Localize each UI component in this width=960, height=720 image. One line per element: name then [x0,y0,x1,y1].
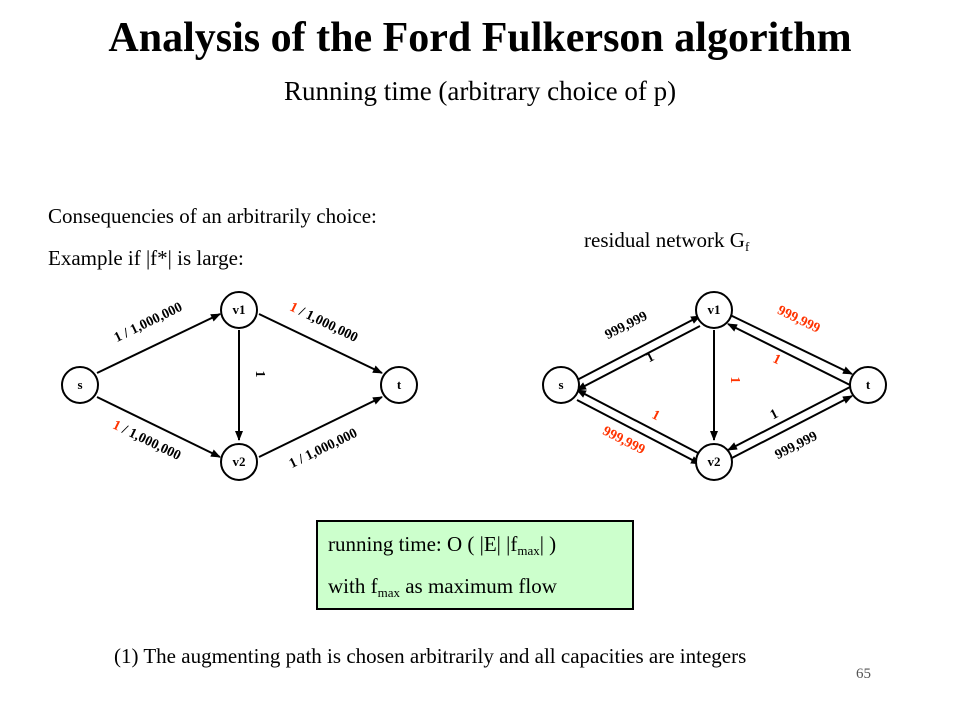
label-v2-t: 1 / 1,000,000 [287,426,360,472]
node-t [380,366,418,404]
residual-label-subscript: f [744,239,750,254]
node-v1-label: v1 [708,302,721,317]
label-s-v2: 999,999 [600,424,647,458]
label-v2-s: 1 [649,408,662,425]
edge-v2-t [727,395,853,461]
edge-v1-t [258,313,383,374]
label-t-v2: 1 [768,407,781,424]
slide-subtitle: Running time (arbitrary choice of p) [283,76,677,106]
edge-s-v1 [96,313,221,374]
edge-v2-t [258,396,383,458]
edge-v1-s [576,325,701,391]
node-v2-label: v2 [708,454,721,469]
label-s-v2: 1 / 1,000,000 [110,418,183,464]
running-time-suffix: | ) [539,532,557,556]
node-v1 [220,291,258,329]
node-v2 [220,443,258,481]
label-v1-t: 1 / 1,000,000 [287,300,360,346]
max-flow-sub: max [377,585,400,600]
running-time-line: running time: O ( |E| |fmax| ) [328,532,556,559]
running-time-box: running time: O ( |E| |fmax| ) with fmax… [316,520,634,610]
edge-t-v2 [727,385,853,451]
edge-t-v1 [727,323,853,387]
consequences-text: Consequencies of an arbitrarily choice: [48,204,377,228]
label-t-v1: 1 [770,352,783,369]
running-time-prefix: running time: O ( |E| |f [328,532,518,556]
max-flow-prefix: with f [328,574,378,598]
label-v1-t-cap: / 1,000,000 [293,303,360,346]
node-v2 [695,443,733,481]
node-v1-label: v1 [233,302,246,317]
residual-network-label: residual network Gf [584,228,749,255]
right-residual-network: s v1 v2 t 999,999 1 999,999 1 1 999,999 … [542,291,887,481]
label-s-v1: 1 / 1,000,000 [112,300,185,346]
label-s-v1: 999,999 [603,309,650,343]
node-s [61,366,99,404]
max-flow-suffix: as maximum flow [399,574,557,598]
example-text: Example if |f*| is large: [48,246,244,270]
residual-label-text: residual network G [584,228,745,252]
label-v1-v2: 1 [727,377,742,384]
max-flow-line: with fmax as maximum flow [328,574,557,601]
running-time-sub: max [517,543,540,558]
label-v1-t: 999,999 [775,303,822,336]
node-t-label: t [397,377,402,392]
footnote: (1) The augmenting path is chosen arbitr… [114,644,747,668]
edge-s-v2 [96,396,221,458]
node-s-label: s [558,377,563,392]
slide-title: Analysis of the Ford Fulkerson algorithm [108,15,852,61]
node-t [849,366,887,404]
label-v1-v2: 1 [252,371,267,378]
edge-v1-t [727,313,853,375]
label-v1-s: 1 [644,350,657,367]
node-s [542,366,580,404]
label-s-v2-cap: / 1,000,000 [116,421,183,464]
node-s-label: s [77,377,82,392]
left-flow-network: s v1 v2 t 1 / 1,000,000 1 / 1,000,000 1 … [61,291,418,481]
node-v2-label: v2 [233,454,246,469]
page-number: 65 [856,666,871,682]
edge-v2-s [576,389,701,455]
edge-s-v1 [576,315,701,381]
edge-s-v2 [576,399,701,465]
node-t-label: t [866,377,871,392]
node-v1 [695,291,733,329]
